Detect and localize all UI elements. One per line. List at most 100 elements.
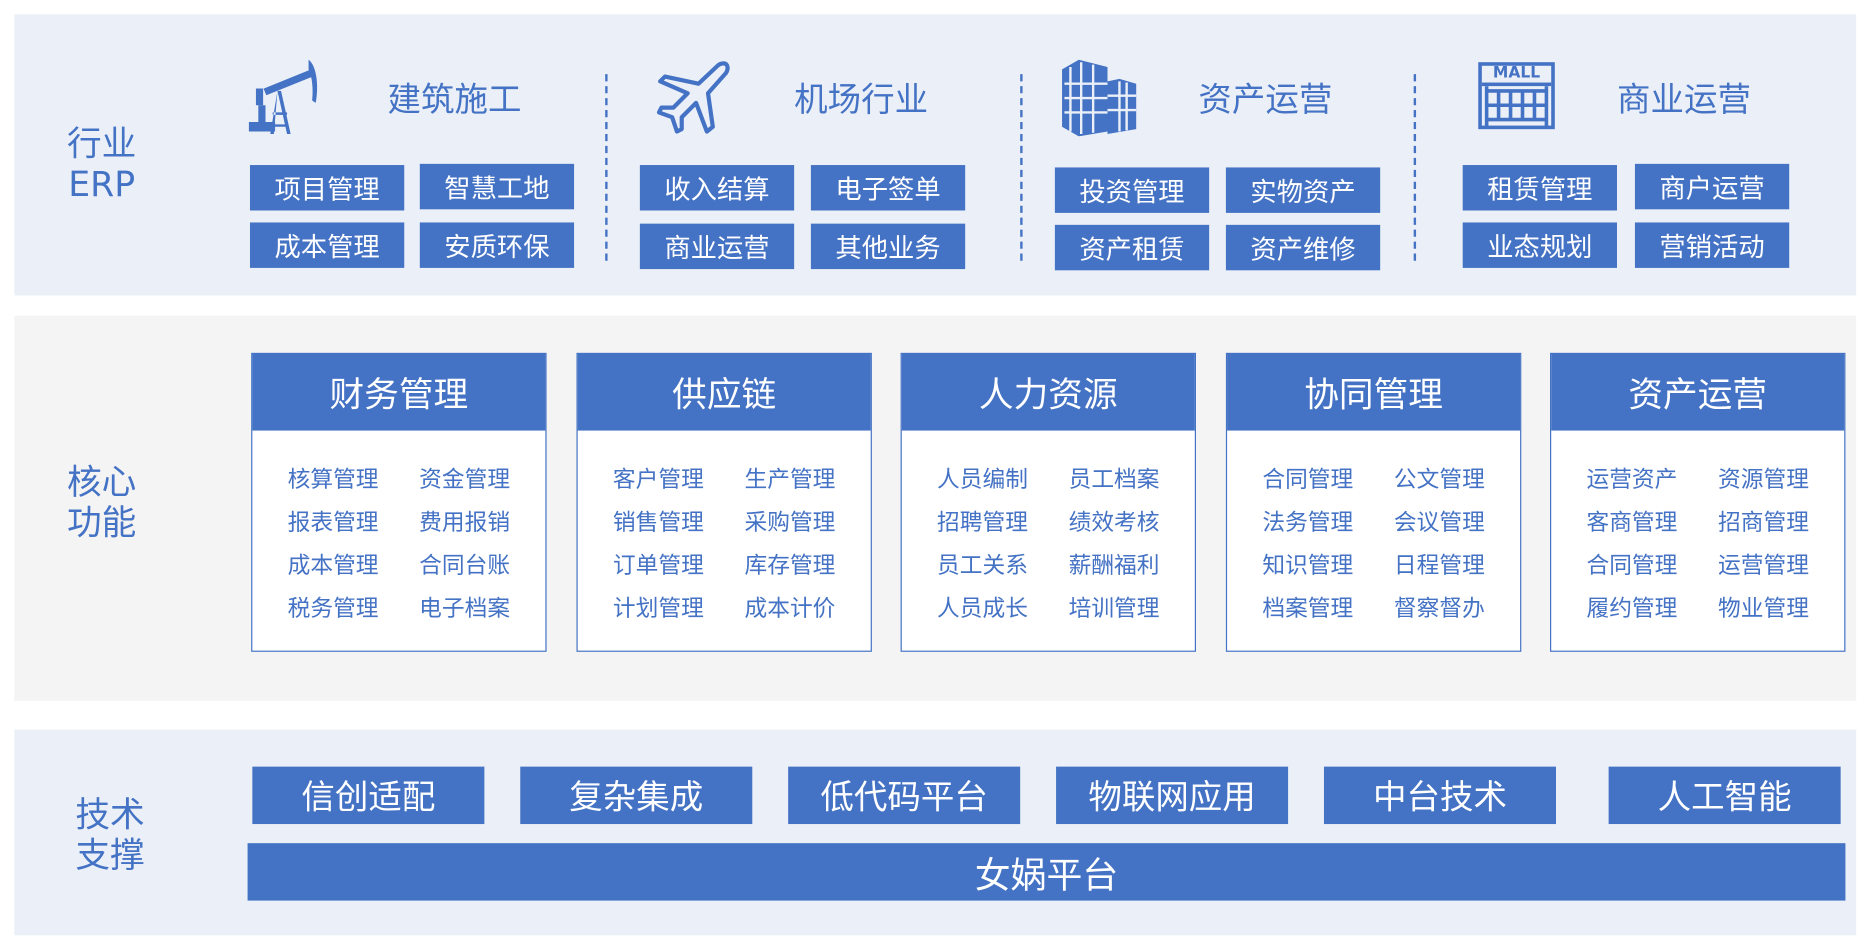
core-card-item[interactable]: 督察督办: [1393, 595, 1485, 622]
item-button[interactable]: 电子签单: [810, 165, 966, 211]
core-card-item[interactable]: 客商管理: [1586, 509, 1678, 536]
item-button[interactable]: 项目管理: [249, 165, 405, 211]
core-card-item[interactable]: 员工关系: [937, 552, 1028, 579]
core-card-items: 人员编制 员工档案招聘管理 绩效考核员工关系 薪酬福利人员成长 培训管理: [902, 431, 1195, 625]
tech-item[interactable]: 复杂集成: [520, 766, 753, 825]
core-card-item[interactable]: 薪酬福利: [1068, 552, 1160, 579]
core-card-item[interactable]: 资源管理: [1718, 466, 1809, 493]
item-button[interactable]: 营销活动: [1634, 222, 1790, 268]
core-card-item[interactable]: 资金管理: [419, 466, 511, 493]
core-card-item[interactable]: 人员成长: [937, 595, 1028, 622]
core-card-item[interactable]: 绩效考核: [1068, 509, 1160, 536]
core-card-item[interactable]: 档案管理: [1262, 595, 1354, 622]
tech-support-band: [14, 729, 1857, 936]
core-card-title[interactable]: 资产运营: [1551, 354, 1845, 431]
core-card: 供应链客户管理 生产管理销售管理 采购管理订单管理 库存管理计划管理 成本计价: [576, 352, 872, 652]
tech-item[interactable]: 人工智能: [1608, 766, 1841, 825]
group-title: 资产运营: [1198, 80, 1333, 120]
core-card-item[interactable]: 培训管理: [1068, 595, 1160, 622]
group-title: 机场行业: [794, 80, 929, 120]
core-card-item[interactable]: 知识管理: [1262, 552, 1354, 579]
item-button[interactable]: 商业运营: [639, 223, 795, 270]
core-card-items: 客户管理 生产管理销售管理 采购管理订单管理 库存管理计划管理 成本计价: [578, 431, 871, 625]
core-card-item[interactable]: 公文管理: [1393, 466, 1485, 493]
core-card-item[interactable]: 人员编制: [937, 466, 1028, 493]
core-card-item[interactable]: 运营管理: [1718, 552, 1809, 579]
item-button[interactable]: 业态规划: [1462, 222, 1617, 268]
item-button[interactable]: 安质环保: [419, 222, 575, 268]
core-card-item[interactable]: 采购管理: [744, 509, 836, 536]
divider: [1413, 74, 1417, 261]
item-button[interactable]: 商户运营: [1634, 163, 1790, 210]
item-button[interactable]: 其他业务: [810, 223, 966, 270]
tech-item[interactable]: 中台技术: [1323, 766, 1556, 825]
core-card: 协同管理合同管理 公文管理法务管理 会议管理知识管理 日程管理档案管理 督察督办: [1225, 352, 1522, 652]
core-card-title[interactable]: 协同管理: [1227, 354, 1521, 431]
tech-item[interactable]: 低代码平台: [788, 766, 1021, 825]
core-card-title[interactable]: 财务管理: [252, 354, 546, 431]
item-button[interactable]: 资产维修: [1225, 224, 1381, 271]
core-card-item[interactable]: 日程管理: [1393, 552, 1485, 579]
core-card-item[interactable]: 员工档案: [1068, 466, 1160, 493]
core-card-item[interactable]: 履约管理: [1586, 595, 1678, 622]
label-line: 支撑: [75, 834, 145, 876]
label-line: 技术: [75, 794, 145, 835]
group-title: 建筑施工: [387, 80, 522, 120]
tech-item[interactable]: 物联网应用: [1056, 766, 1289, 825]
label-line: 核心: [66, 461, 137, 503]
item-button[interactable]: 租赁管理: [1462, 165, 1617, 211]
mall-icon-text: MALL: [1481, 65, 1552, 87]
item-button[interactable]: 收入结算: [639, 165, 795, 211]
core-card-item[interactable]: 核算管理: [287, 466, 379, 493]
item-button[interactable]: 资产租赁: [1054, 224, 1210, 271]
core-card-item[interactable]: 税务管理: [287, 595, 379, 622]
core-card-item[interactable]: 招聘管理: [937, 509, 1028, 536]
item-button[interactable]: 成本管理: [249, 222, 405, 268]
core-card-items: 核算管理 资金管理报表管理 费用报销成本管理 合同台账税务管理 电子档案: [252, 431, 545, 625]
mall-icon: MALL: [1478, 62, 1555, 130]
core-card-item[interactable]: 招商管理: [1718, 509, 1809, 536]
core-card-item[interactable]: 物业管理: [1718, 595, 1809, 622]
oil-pump-icon: [248, 57, 328, 136]
item-button[interactable]: 投资管理: [1054, 167, 1210, 213]
core-card-item[interactable]: 电子档案: [419, 595, 511, 622]
core-card-item[interactable]: 库存管理: [744, 552, 836, 579]
label-line: 行业: [66, 123, 137, 164]
divider: [605, 74, 608, 261]
core-card-item[interactable]: 成本管理: [287, 552, 379, 579]
label-line: 功能: [66, 502, 137, 543]
core-card-item[interactable]: 成本计价: [744, 595, 836, 622]
core-card-item[interactable]: 会议管理: [1393, 509, 1485, 536]
core-card-item[interactable]: 销售管理: [612, 509, 704, 536]
airplane-icon: [655, 57, 734, 136]
item-button[interactable]: 实物资产: [1225, 167, 1381, 213]
core-card-title[interactable]: 人力资源: [901, 354, 1195, 431]
core-card-item[interactable]: 费用报销: [419, 509, 511, 536]
core-card: 人力资源人员编制 员工档案招聘管理 绩效考核员工关系 薪酬福利人员成长 培训管理: [900, 352, 1196, 652]
core-card-title[interactable]: 供应链: [577, 354, 871, 431]
core-card-item[interactable]: 计划管理: [612, 595, 704, 622]
core-card-item[interactable]: 报表管理: [287, 509, 379, 536]
label-line: ERP: [68, 163, 136, 205]
item-button[interactable]: 智慧工地: [419, 163, 575, 210]
core-card-item[interactable]: 合同管理: [1586, 552, 1678, 579]
core-card-item[interactable]: 生产管理: [744, 466, 836, 493]
tech-support-label: 技术 支撑: [50, 794, 170, 875]
core-card: 财务管理核算管理 资金管理报表管理 费用报销成本管理 合同台账税务管理 电子档案: [251, 352, 547, 652]
core-card-items: 运营资产 资源管理客商管理 招商管理合同管理 运营管理履约管理 物业管理: [1551, 431, 1844, 625]
divider: [1020, 74, 1023, 261]
core-card-items: 合同管理 公文管理法务管理 会议管理知识管理 日程管理档案管理 督察督办: [1227, 431, 1520, 625]
core-card-item[interactable]: 合同管理: [1262, 466, 1354, 493]
platform-bar[interactable]: 女娲平台: [247, 843, 1846, 901]
building-icon: [1060, 57, 1139, 137]
core-card: 资产运营运营资产 资源管理客商管理 招商管理合同管理 运营管理履约管理 物业管理: [1550, 352, 1846, 652]
core-card-item[interactable]: 法务管理: [1262, 509, 1354, 536]
core-functions-label: 核心 功能: [42, 462, 162, 543]
core-card-item[interactable]: 客户管理: [612, 466, 704, 493]
industry-erp-label: 行业 ERP: [42, 123, 162, 204]
core-card-item[interactable]: 合同台账: [419, 552, 511, 579]
tech-item[interactable]: 信创适配: [252, 766, 485, 825]
core-card-item[interactable]: 订单管理: [612, 552, 704, 579]
core-card-item[interactable]: 运营资产: [1586, 466, 1678, 493]
group-title: 商业运营: [1616, 80, 1751, 120]
